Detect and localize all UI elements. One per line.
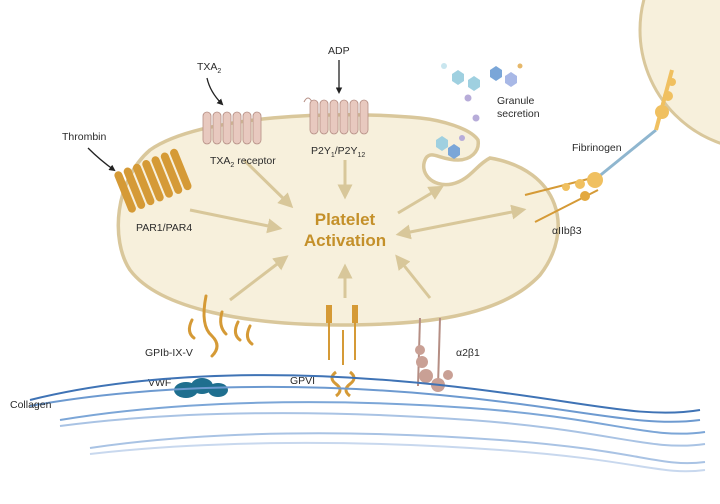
label-txa2: TXA2: [197, 61, 221, 75]
collagen-fibers: [29, 374, 706, 473]
fibrinogen: [591, 69, 676, 184]
label-collagen: Collagen: [10, 399, 52, 411]
txa2-arrow: [206, 77, 224, 106]
integrin-a2b1: [415, 317, 453, 392]
integrin-aiib-b3: [524, 172, 603, 223]
label-integrin: αIIbβ3: [552, 225, 582, 237]
gpvi-receptor: [326, 305, 358, 398]
label-p2y: P2Y1/P2Y12: [311, 145, 365, 159]
arrow-par: [189, 208, 283, 234]
platelet-cell: [116, 112, 560, 327]
arrow-gpib: [229, 255, 289, 302]
label-granule-line1: Granule: [497, 95, 535, 107]
arrow-integrin: [395, 204, 527, 240]
arrow-a2b1: [395, 254, 432, 299]
p2y-receptor: [303, 97, 369, 135]
label-a2b1: α2β1: [456, 347, 480, 359]
label-granule-line2: secretion: [497, 108, 540, 120]
label-gpib: GPIb-IX-V: [145, 347, 193, 359]
label-thrombin: Thrombin: [62, 131, 107, 143]
label-adp: ADP: [328, 45, 350, 57]
label-txa2-receptor: TXA2 receptor: [210, 155, 276, 169]
label-gpvi: GPVI: [290, 375, 315, 387]
thrombin-arrow: [87, 147, 116, 172]
center-title-line1: Platelet: [315, 210, 376, 229]
adjacent-platelet: [638, 0, 720, 145]
center-title-line2: Activation: [304, 231, 386, 250]
gpib-ix-v-complex: [187, 294, 254, 358]
activation-arrows: [189, 158, 527, 302]
granule-molecules: [436, 63, 523, 159]
par-receptor: [114, 148, 192, 213]
arrow-txa2: [242, 158, 294, 209]
label-par: PAR1/PAR4: [136, 222, 192, 234]
label-fibrinogen: Fibrinogen: [572, 142, 622, 154]
txa2-receptor: [202, 111, 262, 145]
